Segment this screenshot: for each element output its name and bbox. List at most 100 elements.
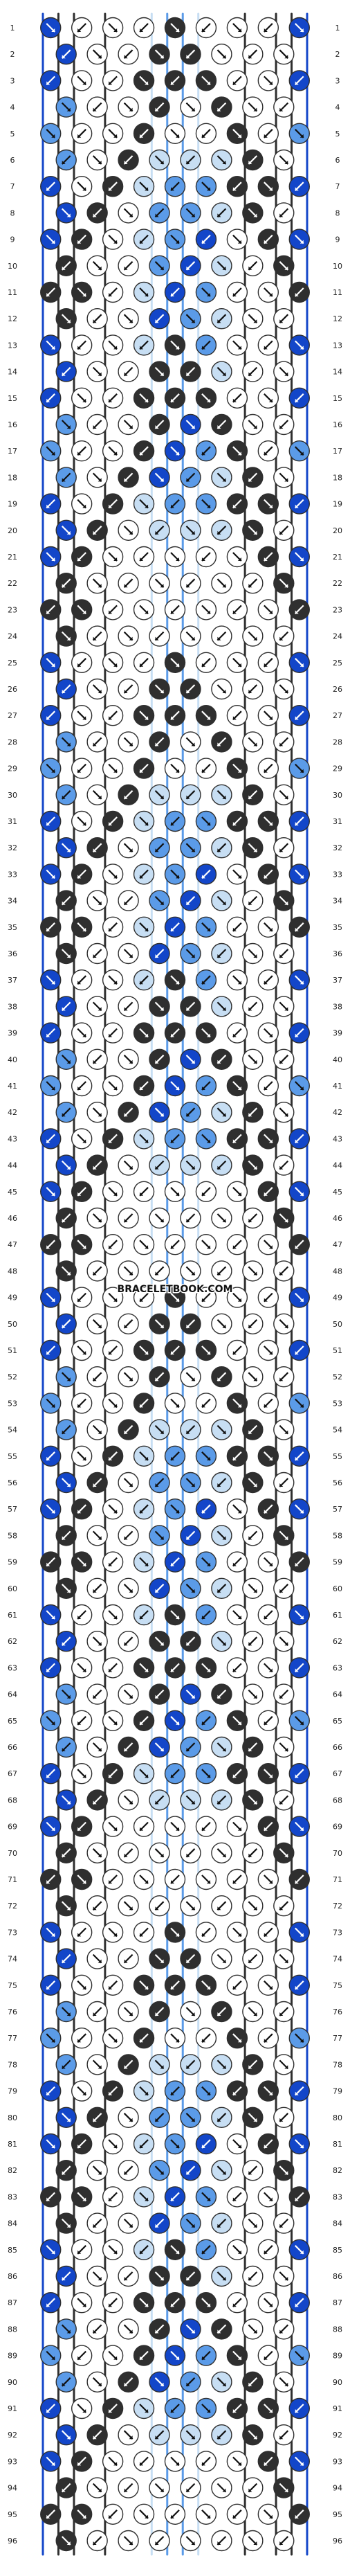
arrowhead (82, 2514, 86, 2519)
arrowhead (145, 2409, 149, 2413)
arrowhead (160, 1642, 164, 1646)
arrowhead (295, 504, 299, 508)
arrowhead (66, 2541, 71, 2545)
arrowhead (46, 81, 50, 85)
arrowhead (176, 346, 179, 350)
arrowhead (171, 187, 174, 191)
knot-r30-c4 (86, 784, 108, 806)
knot-r20-c10 (180, 519, 201, 541)
arrowhead (171, 1774, 174, 1778)
knot-r9-c17 (288, 229, 310, 250)
arrowhead (140, 451, 144, 456)
knot-r32-c8 (149, 837, 170, 859)
arrowhead (77, 240, 82, 244)
knot-r22-c16 (273, 573, 295, 594)
knot-r44-c12 (211, 1154, 232, 1176)
knot-r95-c15 (257, 2503, 279, 2525)
row-number-right: 77 (333, 2034, 342, 2043)
knot-r55-c1 (40, 1445, 62, 1467)
row-number-right: 95 (333, 2510, 342, 2519)
arrowhead (201, 2356, 205, 2360)
knot-r8-c10 (180, 202, 201, 224)
arrowhead (222, 478, 226, 482)
knot-r18-c10 (180, 467, 201, 488)
arrowhead (171, 1880, 174, 1884)
arrowhead (217, 1059, 221, 1064)
knot-r47-c11 (195, 1233, 217, 1255)
arrowhead (129, 107, 133, 111)
knot-r44-c14 (242, 1154, 264, 1176)
knot-r14-c16 (273, 361, 295, 382)
knot-r49-c15 (257, 1287, 279, 1308)
arrowhead (186, 1959, 190, 1963)
row-number-right: 2 (335, 50, 340, 59)
row-number-left: 7 (10, 182, 15, 191)
knot-r50-c12 (211, 1313, 232, 1335)
arrowhead (62, 1536, 66, 1540)
knot-r81-c1 (40, 2133, 62, 2155)
arrowhead (191, 425, 195, 429)
arrowhead (145, 187, 149, 191)
arrowhead (109, 1033, 113, 1037)
knot-r7-c11 (195, 176, 217, 197)
knot-r28-c2 (55, 731, 77, 753)
arrowhead (124, 1324, 128, 1328)
arrowhead (51, 557, 55, 561)
arrowhead (176, 1933, 179, 1937)
arrowhead (284, 1219, 288, 1222)
knot-r85-c1 (40, 2239, 62, 2261)
arrowhead (66, 1589, 71, 1593)
arrowhead (145, 2514, 149, 2519)
row-number-right: 31 (333, 817, 342, 826)
arrowhead (66, 2329, 71, 2334)
arrowhead (51, 240, 55, 244)
row-number-left: 79 (8, 2087, 17, 2096)
arrowhead (232, 1245, 237, 1249)
arrowhead (46, 1456, 50, 1460)
knot-r72-c16 (273, 1895, 295, 1917)
knot-r62-c8 (149, 1630, 170, 1652)
knot-r67-c5 (102, 1762, 124, 1785)
arrowhead (217, 530, 221, 535)
arrowhead (77, 451, 82, 456)
arrowhead (217, 1483, 221, 1487)
row-number-left: 28 (8, 737, 17, 746)
arrowhead (232, 2409, 237, 2413)
arrowhead (300, 1933, 304, 1937)
knot-r88-c12 (211, 2318, 232, 2340)
knot-r86-c6 (118, 2265, 139, 2287)
knot-r96-c6 (118, 2530, 139, 2552)
row-number-left: 67 (8, 1769, 17, 1778)
arrowhead (129, 2224, 133, 2228)
arrowhead (155, 107, 159, 111)
knot-r85-c5 (102, 2239, 124, 2261)
knot-r20-c14 (242, 519, 264, 541)
knot-r88-c16 (273, 2318, 295, 2340)
arrowhead (62, 2171, 66, 2175)
arrowhead (113, 1721, 118, 1725)
arrowhead (82, 81, 86, 85)
arrowhead (176, 2356, 179, 2360)
row-number-right: 81 (333, 2140, 342, 2149)
knot-r77-c11 (195, 2027, 217, 2049)
knot-r10-c10 (180, 255, 201, 276)
row-number-left: 1 (10, 24, 15, 33)
arrowhead (300, 2250, 304, 2254)
arrowhead (113, 663, 118, 667)
knot-r45-c5 (102, 1181, 124, 1203)
knot-r84-c4 (86, 2212, 108, 2234)
knot-r8-c4 (86, 202, 108, 224)
knot-r79-c13 (226, 2080, 248, 2102)
knot-r58-c2 (55, 1525, 77, 1546)
arrowhead (51, 346, 55, 350)
knot-r42-c8 (149, 1101, 170, 1123)
knot-r21-c7 (133, 546, 155, 568)
knot-r21-c1 (40, 546, 62, 568)
knot-r61-c9 (164, 1604, 186, 1626)
row-number-left: 29 (8, 764, 17, 773)
arrowhead (160, 584, 164, 588)
arrowhead (93, 2224, 97, 2228)
arrowhead (155, 2012, 159, 2016)
row-number-left: 64 (8, 1690, 17, 1699)
